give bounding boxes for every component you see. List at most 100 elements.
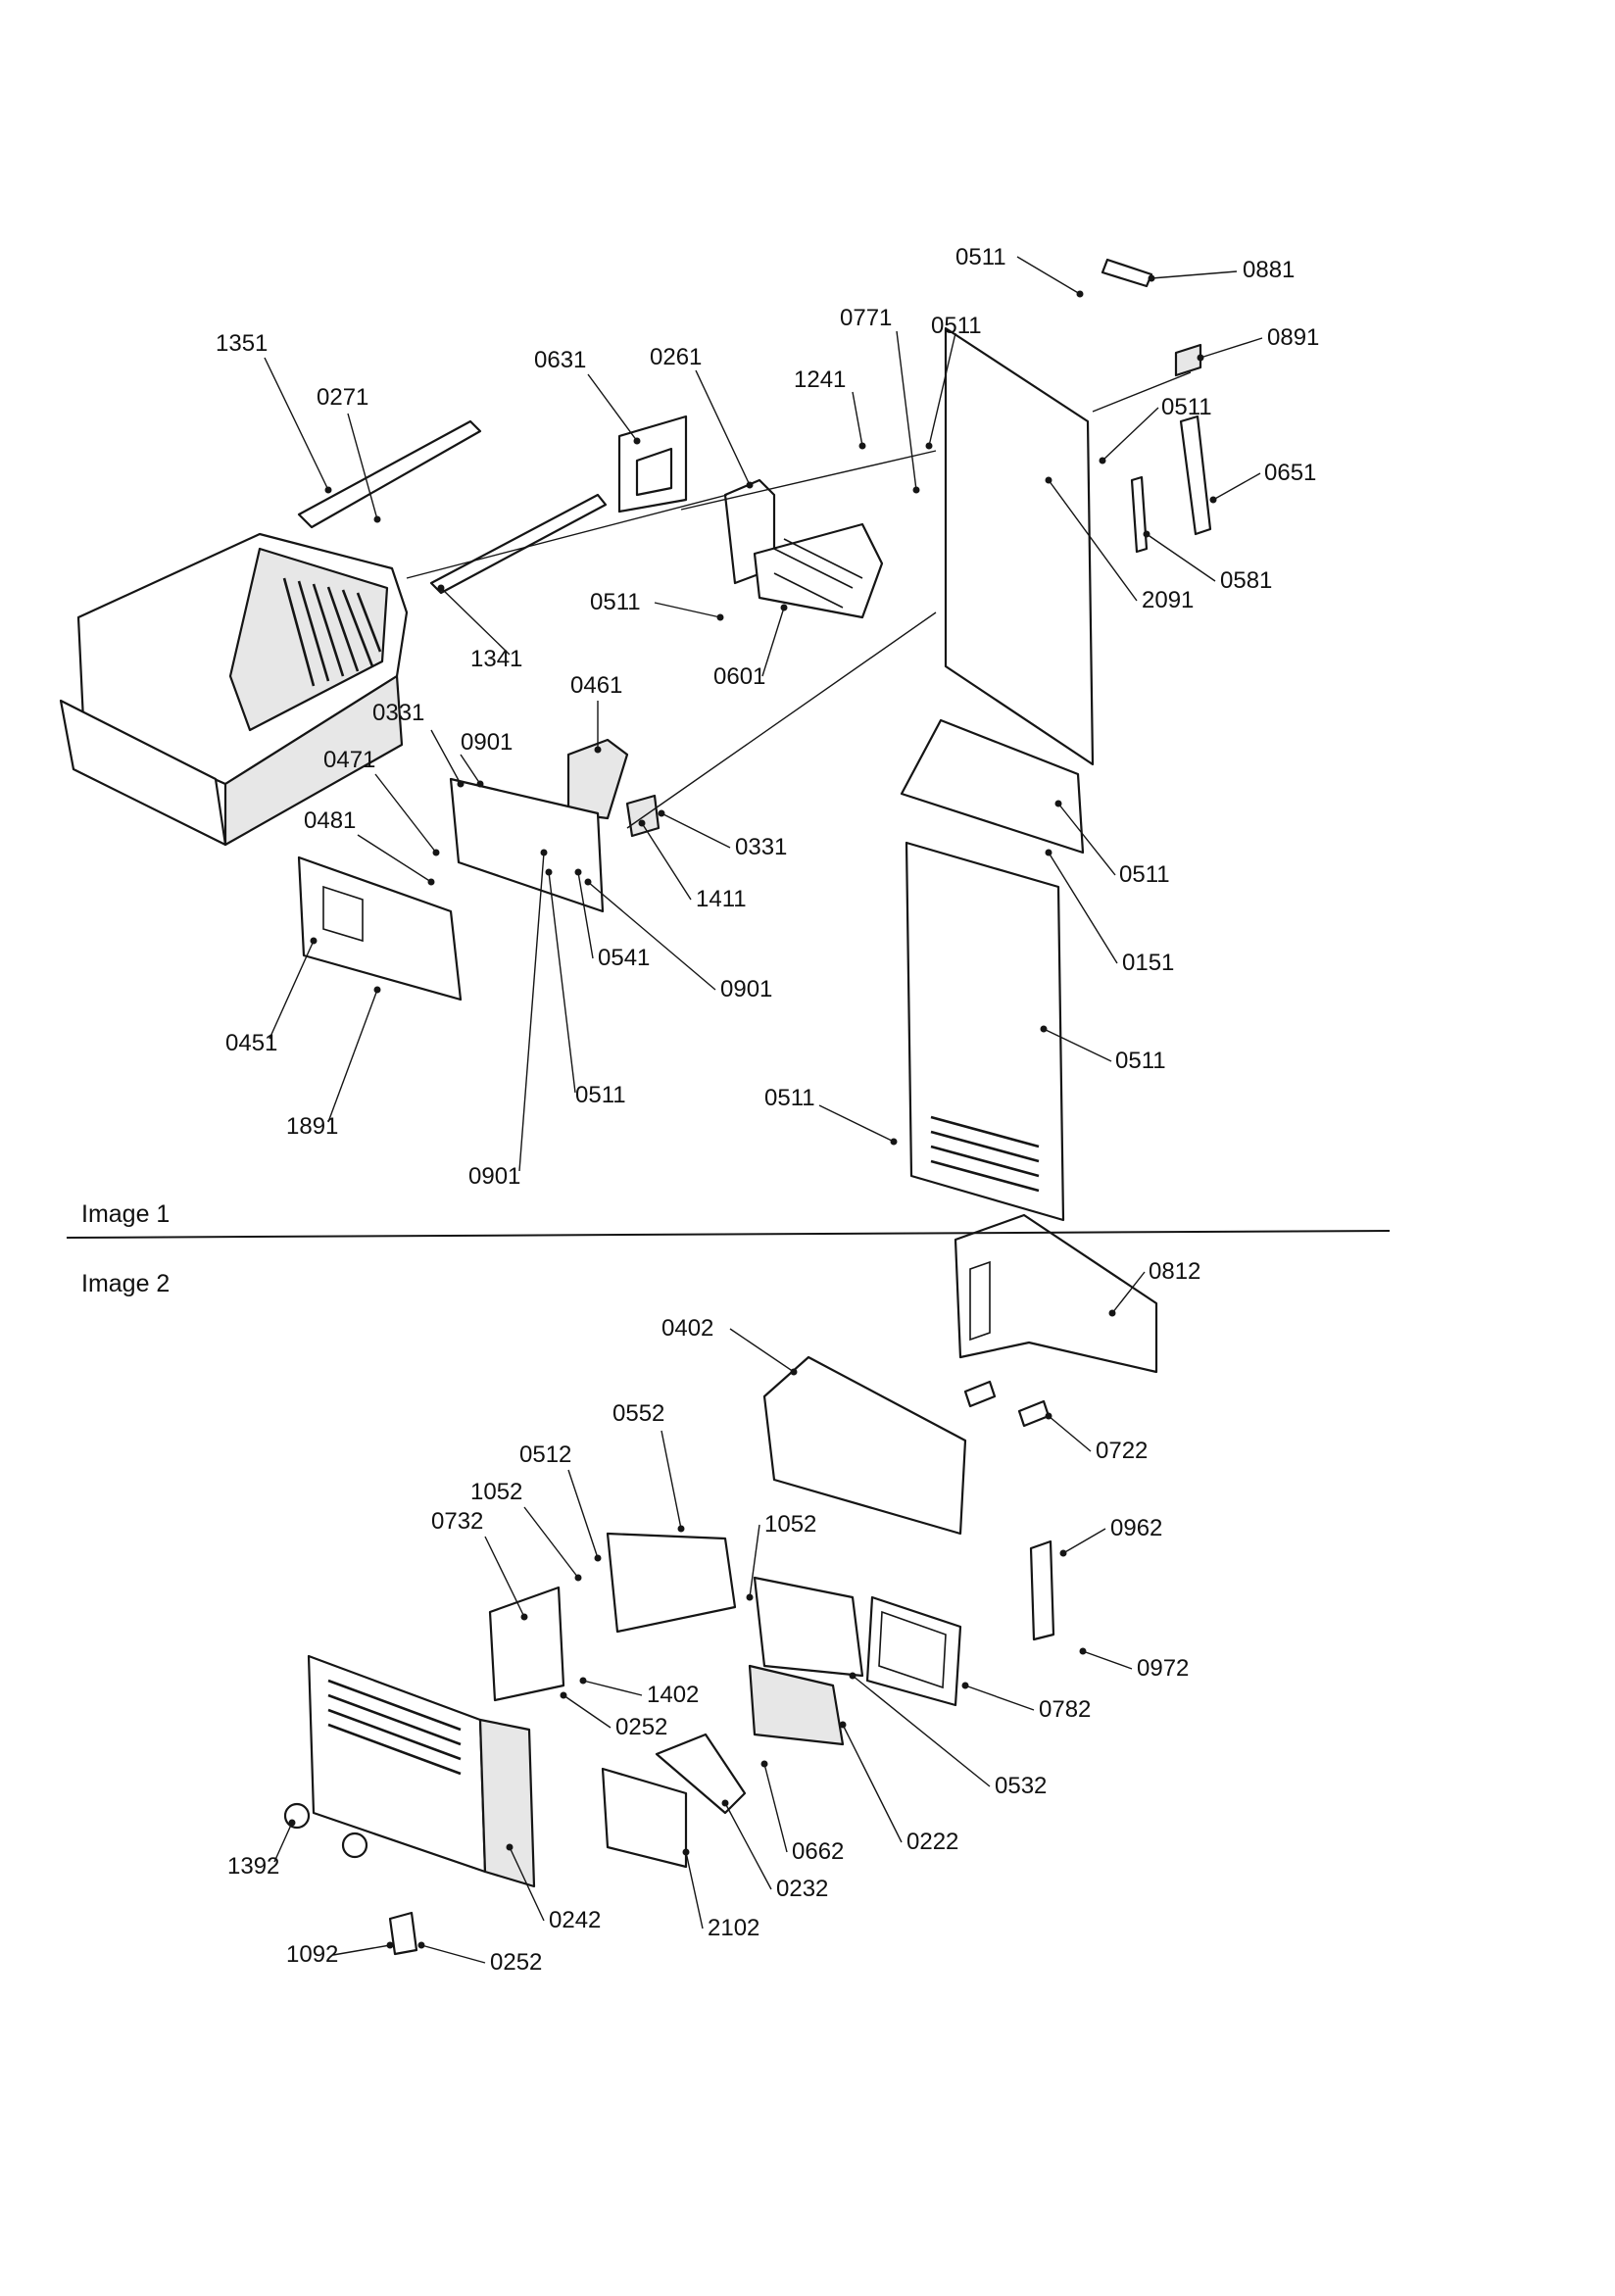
ice-bucket	[59, 532, 409, 847]
mounting-plate-0541	[449, 777, 605, 913]
slide-rail-1351	[297, 419, 482, 529]
image-1-leader-line	[1199, 337, 1263, 359]
image-2-leader-line	[724, 1802, 772, 1890]
image-2-screw-dot	[746, 1593, 754, 1601]
image-1-leader-line	[1048, 479, 1138, 602]
image-1-leader-line	[518, 852, 545, 1172]
image-1-part-number: 0511	[931, 313, 982, 339]
image-1-part-number: 0331	[735, 834, 787, 860]
image-1-part-number: 0451	[225, 1030, 277, 1056]
image-2-leader-line	[852, 1675, 991, 1787]
image-1-part-number: 0151	[1122, 950, 1174, 976]
image-1-leader-line	[1150, 270, 1238, 279]
image-1-screw-dot	[310, 937, 318, 945]
image-1-screw-dot	[574, 868, 582, 876]
image-2-part-number: 0552	[612, 1400, 664, 1427]
image-1-leader-line	[896, 330, 917, 491]
image-1-part-number: 1891	[286, 1113, 338, 1140]
image-1-part-number: 0581	[1220, 567, 1272, 594]
image-1-part-number: 0651	[1264, 460, 1316, 486]
image-1-part-number: 1341	[470, 646, 522, 672]
image-2-part-number: 0972	[1137, 1655, 1189, 1682]
image-1-leader-line	[852, 391, 863, 447]
housing-0402	[762, 1355, 967, 1536]
image-2-screw-dot	[594, 1554, 602, 1562]
image-1-screw-dot	[716, 613, 724, 621]
image-2-part-number: 0252	[490, 1949, 542, 1976]
image-2-leader-line	[509, 1846, 545, 1922]
image-2-part-number: 0782	[1039, 1696, 1091, 1723]
image-1-screw-dot	[1045, 476, 1052, 484]
image-2-leader-line	[842, 1724, 903, 1843]
image-1-leader-line	[1212, 472, 1261, 501]
image-2-part-number: 0242	[549, 1907, 601, 1933]
image-2-leader-line	[1082, 1650, 1133, 1670]
image-1-part-number: 0511	[764, 1085, 815, 1111]
icemaker-assembly	[723, 478, 884, 619]
image-1-part-number: 0511	[575, 1082, 626, 1108]
image-2-leader-line	[661, 1430, 682, 1530]
image-2-leader-line	[729, 1328, 795, 1373]
image-2-part-number: 0732	[431, 1508, 483, 1535]
image-1-title: Image 1	[81, 1200, 170, 1228]
image-1-screw-dot	[324, 486, 332, 494]
image-1-part-number: 0471	[323, 747, 375, 773]
image-2-screw-dot	[1079, 1647, 1087, 1655]
image-2-screw-dot	[520, 1613, 528, 1621]
image-2-screw-dot	[677, 1525, 685, 1533]
image-2-screw-dot	[790, 1368, 798, 1376]
image-2-screw-dot	[1108, 1309, 1116, 1317]
image-1-screw-dot	[594, 746, 602, 754]
image-1-screw-dot	[437, 584, 445, 592]
strip-0651	[1179, 415, 1212, 536]
image-divider	[66, 1230, 1391, 1239]
slide-rail-1341	[429, 493, 608, 595]
image-1-screw-dot	[925, 442, 933, 450]
image-1-screw-dot	[1045, 849, 1052, 856]
image-1-part-number: 0511	[1161, 394, 1212, 420]
image-1-part-number: 0511	[590, 589, 641, 615]
image-1-screw-dot	[584, 878, 592, 886]
image-1-leader-line	[347, 413, 378, 520]
face-panel-0242	[307, 1654, 487, 1874]
image-2-screw-dot	[386, 1941, 394, 1949]
plate-2102	[601, 1767, 688, 1869]
rear-panel	[900, 326, 1095, 1222]
image-2-leader-line	[763, 1763, 788, 1853]
image-1-screw-dot	[858, 442, 866, 450]
image-1-part-number: 0631	[534, 347, 586, 373]
image-2-part-number: 2102	[708, 1915, 759, 1941]
image-1-part-number: 0901	[468, 1163, 520, 1190]
actuator-0222	[748, 1664, 845, 1746]
image-2-parts	[283, 1213, 1158, 1956]
image-1-part-number: 1241	[794, 366, 846, 393]
image-1-leader-line	[695, 369, 751, 486]
image-2-part-number: 1402	[647, 1682, 699, 1708]
image-1-leader-line	[654, 602, 721, 618]
image-1-part-number: 0901	[461, 729, 513, 756]
image-1-leader-line	[440, 587, 511, 656]
image-1-leader-line	[264, 357, 329, 491]
bracket-0812	[954, 1213, 1158, 1374]
image-2-part-number: 0812	[1149, 1258, 1200, 1285]
image-1-part-number: 0511	[1119, 861, 1170, 888]
image-1-leader-line	[374, 773, 437, 854]
image-2-screw-dot	[682, 1848, 690, 1856]
image-2-part-number: 0532	[995, 1773, 1047, 1799]
image-1-part-number: 0541	[598, 945, 650, 971]
image-1-screw-dot	[1209, 496, 1217, 504]
image-1-leader-line	[1043, 1028, 1112, 1062]
image-1-leader-line	[460, 754, 481, 785]
image-1-screw-dot	[912, 486, 920, 494]
knob-1392-a	[283, 1802, 311, 1830]
image-2-leader-line	[1111, 1271, 1146, 1314]
image-1-leader-line	[661, 812, 731, 849]
spacer-0722	[963, 1380, 1051, 1428]
image-1-leader-line	[1146, 533, 1216, 582]
image-2-leader-line	[582, 1680, 643, 1696]
image-2-part-number: 1052	[764, 1511, 816, 1538]
